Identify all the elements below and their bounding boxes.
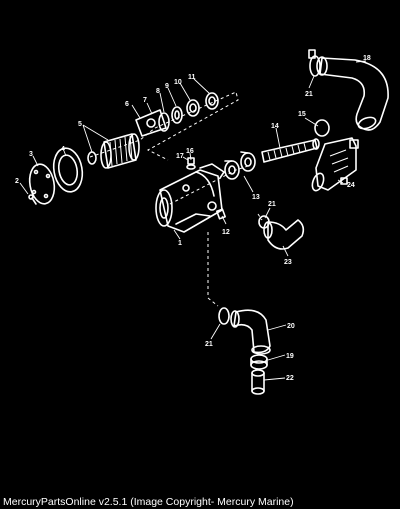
assembly-line-shaft xyxy=(169,165,249,205)
callout-9: 9 xyxy=(165,83,169,90)
leader-lines xyxy=(19,60,367,381)
callout-21-lower: 21 xyxy=(205,341,213,348)
part-22-fitting xyxy=(251,369,265,395)
part-14-shaft xyxy=(261,138,320,163)
part-24-strainer xyxy=(311,137,359,192)
part-1-pump-housing xyxy=(155,163,225,233)
assembly-line-right xyxy=(257,213,263,221)
part-13-bearings xyxy=(224,151,256,180)
callout-20: 20 xyxy=(287,323,295,330)
callout-4: 4 xyxy=(61,146,65,153)
callout-14: 14 xyxy=(271,123,279,130)
part-8-11-seals xyxy=(158,92,219,132)
copyright-footer: MercuryPartsOnline v2.5.1 (Image Copyrig… xyxy=(3,496,294,508)
part-20-hose xyxy=(230,309,271,355)
part-18-hose xyxy=(316,56,389,131)
callout-8: 8 xyxy=(156,88,160,95)
part-21-clamp-lower xyxy=(218,307,230,325)
callout-11: 11 xyxy=(188,74,196,81)
part-23-hose xyxy=(263,219,305,250)
part-15-o-ring xyxy=(314,119,330,137)
callout-10: 10 xyxy=(174,79,182,86)
callout-21-right: 21 xyxy=(268,201,276,208)
callout-2: 2 xyxy=(15,178,19,185)
callout-16: 16 xyxy=(186,148,194,155)
part-3-plate xyxy=(28,163,56,205)
assembly-line-upper xyxy=(89,91,239,161)
assembly-line-lower xyxy=(207,232,219,307)
callout-13: 13 xyxy=(252,194,260,201)
callout-15: 15 xyxy=(298,111,306,118)
callout-23: 23 xyxy=(284,259,292,266)
callout-6: 6 xyxy=(125,101,129,108)
part-2-screw xyxy=(28,194,37,205)
part-4-gasket xyxy=(52,147,84,193)
callout-18: 18 xyxy=(363,55,371,62)
callout-19: 19 xyxy=(286,353,294,360)
callout-17: 17 xyxy=(176,153,184,160)
callout-21-top: 21 xyxy=(305,91,313,98)
part-19-clamp xyxy=(250,354,268,370)
callout-1: 1 xyxy=(178,240,182,247)
part-21-clamp-top xyxy=(308,49,321,77)
callout-7: 7 xyxy=(143,97,147,104)
part-21-clamp-right xyxy=(258,215,270,229)
part-12-fitting xyxy=(216,208,226,220)
callout-22: 22 xyxy=(286,375,294,382)
callout-12: 12 xyxy=(222,229,230,236)
callout-24: 24 xyxy=(347,182,355,189)
callout-3: 3 xyxy=(29,151,33,158)
part-5-impeller xyxy=(87,133,140,169)
callout-labels: 18 21 15 14 24 21 23 13 17 16 12 1 5 6 7… xyxy=(15,55,371,382)
exploded-parts-diagram: 18 21 15 14 24 21 23 13 17 16 12 1 5 6 7… xyxy=(15,49,389,395)
callout-5: 5 xyxy=(78,121,82,128)
